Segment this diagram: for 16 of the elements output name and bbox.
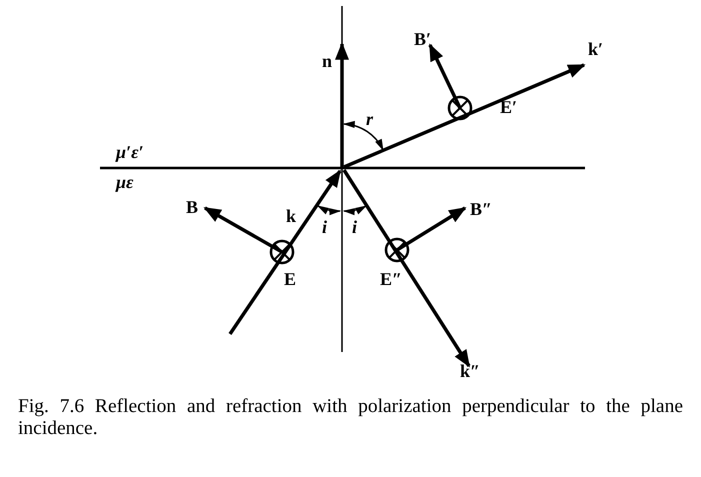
vector-label: n — [322, 52, 332, 70]
angle-label: r — [366, 110, 374, 128]
vector-label: k′ — [588, 40, 604, 58]
vector-label: E — [284, 270, 296, 288]
vector-label: k — [286, 207, 296, 225]
medium-label: μ′ε′ — [116, 143, 144, 161]
vector-label: k″ — [460, 362, 480, 380]
vector-label: E′ — [500, 98, 518, 116]
vector-label: B′ — [414, 30, 432, 48]
vector-label: B — [186, 198, 198, 216]
angle-label: i — [352, 218, 358, 236]
figure-caption: Fig. 7.6 Reflection and refraction with polarization perpendicular to the plane incidence. — [18, 396, 683, 441]
angle-label: i — [322, 218, 328, 236]
vector-label: B″ — [470, 200, 492, 218]
vector-label: E″ — [380, 270, 402, 288]
medium-label: με — [116, 173, 134, 191]
